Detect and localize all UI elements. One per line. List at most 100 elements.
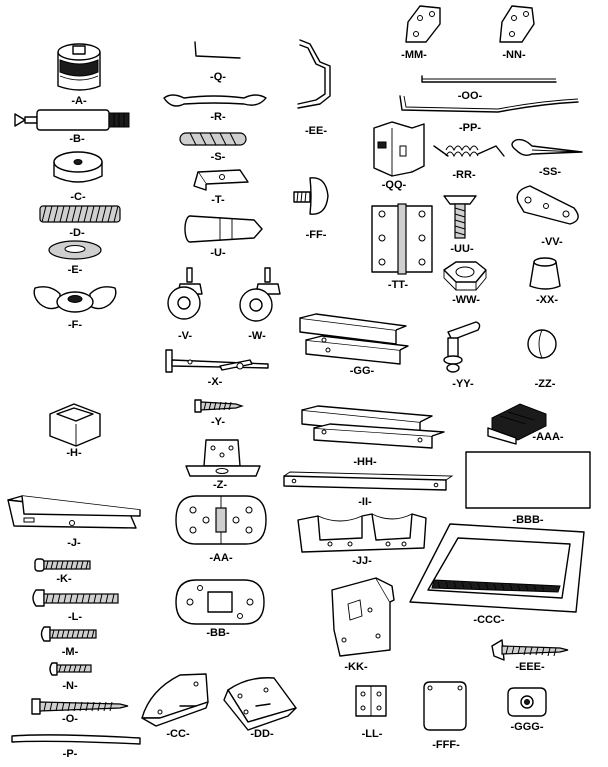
part-L-long-screw [32, 589, 119, 607]
part-U-shelf-pin-sleeve [184, 215, 263, 243]
part-UU-leveler [443, 195, 477, 239]
label-GG: -EE- [305, 125, 327, 137]
part-QQ-corner-block [373, 121, 425, 177]
label-AA: -AA- [209, 552, 233, 564]
label-FF: -NN- [502, 49, 526, 61]
label-W: -W- [248, 330, 266, 342]
label-O: -O- [62, 713, 78, 725]
part-D-threaded-insert [39, 205, 121, 223]
label-CC: -CC- [166, 728, 190, 740]
part-N-short-screw [49, 662, 92, 676]
label-F: -F- [68, 319, 82, 331]
label-KK: -II- [358, 496, 372, 508]
label-U: -U- [210, 247, 226, 259]
label-PP: -PP- [459, 122, 481, 134]
part-W-caster [239, 267, 281, 322]
label-GGG: -GGG- [511, 721, 544, 733]
part-GG-bent-bracket [297, 39, 331, 109]
label-EE: -MM- [401, 49, 427, 61]
label-CCC: -CCC- [473, 614, 504, 626]
label-AAA: -AAA- [532, 431, 563, 443]
label-BBB: -BBB- [512, 514, 543, 526]
part-X-lid-stay [165, 349, 269, 373]
label-SS: -SS- [539, 166, 561, 178]
label-ZZ: -ZZ- [535, 378, 556, 390]
label-Z: -Z- [213, 479, 227, 491]
part-T-clip [193, 169, 249, 191]
part-JJ-rails [301, 405, 445, 449]
part-V-caster [167, 267, 203, 320]
label-YY: -YY- [452, 378, 474, 390]
part-YY-latch-pin [443, 321, 481, 373]
part-EE-hinge [405, 5, 441, 43]
part-AAA-magnetic-catch [487, 403, 547, 445]
part-SS-cotter-pin [511, 138, 583, 157]
part-J-tray-bracket [7, 495, 141, 529]
label-V: -V- [178, 330, 192, 342]
part-C-spacer-disc [53, 151, 103, 183]
label-B: -B- [69, 133, 85, 145]
label-E: -E- [68, 264, 83, 276]
part-K-screw [34, 558, 91, 572]
part-OO-rod [421, 75, 557, 83]
part-Y-screw [194, 399, 244, 413]
part-ZZ-bumper [527, 329, 557, 359]
part-R-handle [163, 94, 267, 107]
label-D: -D- [69, 227, 85, 239]
part-EEE-screw [491, 639, 569, 661]
label-II: -GG- [350, 365, 375, 377]
label-QQ: -QQ- [382, 179, 407, 191]
label-EEE: -EEE- [515, 661, 545, 673]
part-KK-strip [283, 471, 454, 491]
label-K: -K- [56, 573, 72, 585]
label-FFF: -FFF- [432, 739, 460, 751]
label-OO: -OO- [458, 90, 483, 102]
part-GGG-plate [507, 687, 547, 717]
part-BBB-panel [465, 451, 591, 509]
part-TT-butt-hinge [371, 203, 433, 275]
label-DD: -DD- [250, 728, 274, 740]
part-CCC-frame [409, 523, 585, 613]
part-H-square-cup [49, 403, 101, 447]
label-C: -C- [70, 191, 86, 203]
label-S: -S- [211, 151, 226, 163]
part-O-wood-screw [31, 698, 129, 715]
label-VV: -VV- [541, 236, 563, 248]
part-XX-cup-foot [529, 257, 561, 290]
part-WW-hex-nut [443, 261, 487, 291]
part-LL-double-channel [297, 513, 427, 553]
label-UU: -UU- [450, 243, 474, 255]
label-MM: -KK- [344, 661, 368, 673]
part-DD-corner-bracket [223, 677, 297, 731]
label-HH: -FF- [306, 229, 327, 241]
label-N: -N- [62, 680, 78, 692]
part-M-screw [40, 626, 97, 642]
part-FFF-plate [423, 681, 467, 731]
part-Q-l-pin [194, 41, 241, 59]
label-L: -L- [68, 611, 82, 623]
part-AA-flush-hinge [175, 495, 267, 545]
part-HH-knob [293, 177, 329, 215]
part-P-rod [11, 734, 141, 745]
label-JJ: -HH- [353, 456, 377, 468]
part-A-cam-lock [57, 43, 101, 91]
label-H: -H- [66, 447, 82, 459]
part-RR-spring [433, 145, 505, 158]
label-J: -J- [67, 537, 81, 549]
part-F-wing-nut [33, 286, 117, 313]
part-VV-link-plate [516, 185, 579, 225]
part-B-cam-bolt [14, 109, 130, 131]
label-A: -A- [71, 95, 87, 107]
part-MM-mounting-plate [331, 577, 395, 657]
label-T: -T- [211, 194, 225, 206]
part-E-flat-washer [48, 240, 102, 260]
part-CC-corner-bracket [141, 673, 209, 727]
part-S-dowel [179, 132, 247, 146]
label-P: -P- [63, 748, 78, 760]
part-NN-butt-hinge [355, 685, 387, 717]
label-NN: -LL- [362, 728, 383, 740]
label-Q: -Q- [210, 71, 226, 83]
part-II-rails [299, 313, 409, 365]
part-FF-hinge [499, 5, 535, 43]
